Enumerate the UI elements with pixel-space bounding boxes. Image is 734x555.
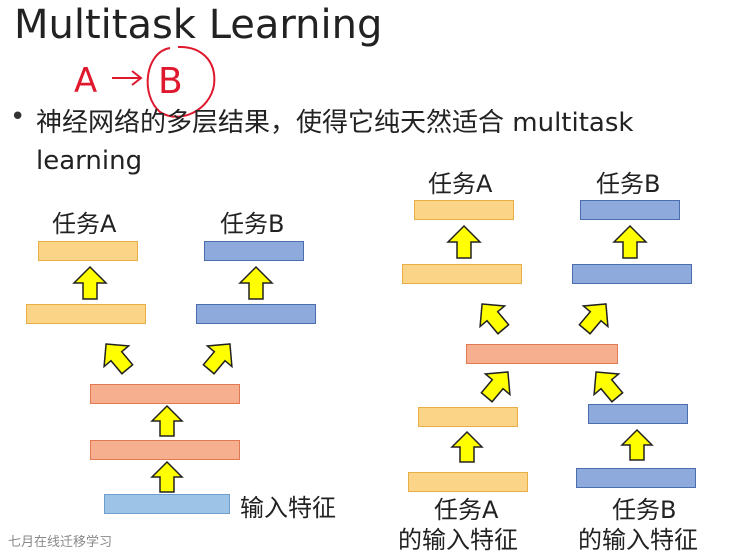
right-input-a-label-line1: 任务A: [434, 496, 499, 524]
diagonal-arrow-into-shared-icon: [593, 371, 624, 403]
right-task-a-input-hidden-layer: [418, 407, 518, 427]
right-task-a-input-layer: [408, 472, 528, 492]
up-arrow-icon: [446, 224, 482, 259]
diagonal-arrow-right-icon: [578, 303, 609, 335]
up-arrow-icon: [612, 224, 648, 259]
right-input-a-label-line2: 的输入特征: [398, 526, 518, 554]
left-input-layer: [104, 494, 230, 514]
up-arrow-icon: [72, 265, 108, 300]
handwriting-circle: [146, 45, 216, 118]
watermark: 七月在线迁移学习: [8, 535, 113, 550]
diagonal-arrow-left-icon: [103, 343, 134, 375]
right-task-b-label: 任务B: [596, 170, 661, 198]
right-task-a-label: 任务A: [428, 170, 493, 198]
right-task-b-layer: [572, 264, 692, 284]
diagonal-arrow-left-icon: [479, 303, 510, 335]
up-arrow-icon: [150, 460, 184, 493]
up-arrow-icon: [150, 404, 184, 437]
right-task-b-input-hidden-layer: [588, 404, 688, 424]
right-task-a-layer: [402, 264, 522, 284]
right-input-b-label-line1: 任务B: [612, 496, 677, 524]
left-task-a-top-layer: [38, 241, 138, 261]
diagonal-arrow-into-shared-icon: [480, 371, 511, 403]
bullet-text: 神经网络的多层结果，使得它纯天然适合 multitask learning: [36, 108, 634, 176]
handwriting-a: A: [74, 61, 97, 101]
diagonal-arrow-right-icon: [202, 343, 233, 375]
right-task-b-top-layer: [580, 200, 680, 220]
up-arrow-icon: [450, 430, 484, 463]
handwriting-b: B: [158, 61, 183, 102]
left-task-a-layer: [26, 304, 146, 324]
left-task-a-label: 任务A: [52, 210, 117, 238]
right-shared-layer: [466, 344, 618, 364]
up-arrow-icon: [238, 265, 274, 300]
right-input-b-label-line2: 的输入特征: [578, 526, 698, 554]
left-shared-layer-1: [90, 440, 240, 460]
slide-title: Multitask Learning: [14, 2, 383, 48]
handwriting-arrow-head: [131, 70, 143, 86]
left-task-b-layer: [196, 304, 316, 324]
right-task-b-input-layer: [576, 468, 696, 488]
up-arrow-icon: [620, 428, 654, 461]
left-shared-layer-2: [90, 384, 240, 404]
bullet-marker: •: [10, 102, 26, 132]
left-task-b-top-layer: [204, 241, 304, 261]
left-task-b-label: 任务B: [220, 210, 285, 238]
right-task-a-top-layer: [414, 200, 514, 220]
left-input-label: 输入特征: [240, 494, 336, 522]
